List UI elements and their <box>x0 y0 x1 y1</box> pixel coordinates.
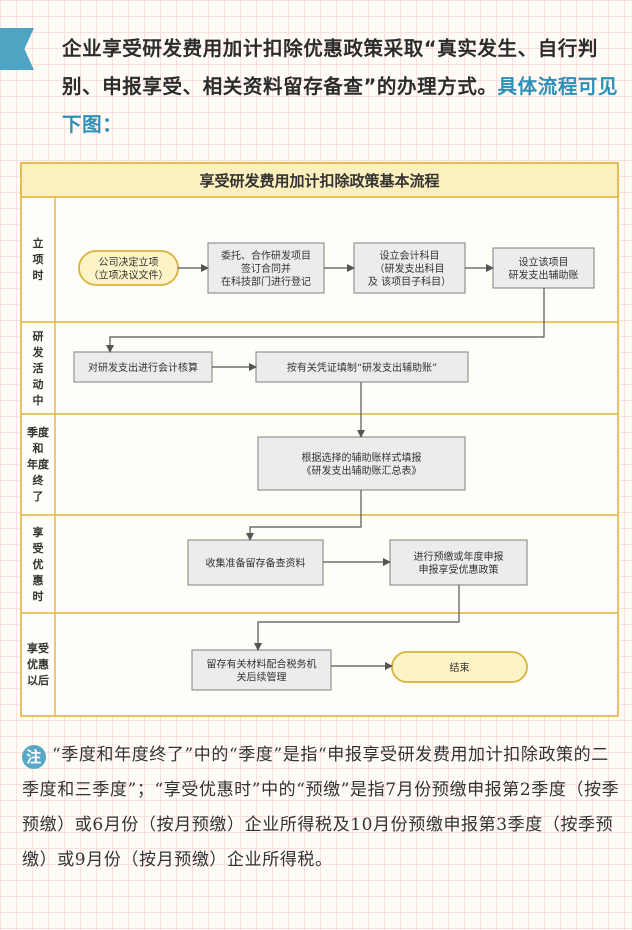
node-text: 收集准备留存备查资料 <box>206 556 306 569</box>
node-text: 研发支出辅助账 <box>509 268 579 281</box>
node-text: 签订合同并 <box>241 262 291 275</box>
stage-label-line: 活 <box>33 361 44 375</box>
intro-paragraph: 企业享受研发费用加计扣除优惠政策采取“真实发生、自行判别、申报享受、相关资料留存… <box>62 30 624 144</box>
node-text: 留存有关材料配合税务机 <box>207 657 317 670</box>
intro-highlight: 具体流程可见下图： <box>62 75 619 136</box>
note-text: “季度和年度终了”中的“季度”是指“申报享受研发费用加计扣除政策的二季度和三季度… <box>22 745 620 870</box>
stage-label-line: 年度 <box>27 457 50 471</box>
note-paragraph: 注“季度和年度终了”中的“季度”是指“申报享受研发费用加计扣除政策的二季度和三季… <box>22 738 622 878</box>
stage-label-line: 优惠 <box>27 657 49 671</box>
stage-label-line: 享受 <box>27 641 49 655</box>
stage-label-line: 立 <box>33 236 44 250</box>
node-text: 公司决定立项 <box>99 255 159 268</box>
node-shape <box>207 242 325 294</box>
stage-label-line: 时 <box>33 589 44 603</box>
node-text: 及 该项目子科目） <box>368 275 451 288</box>
node-text: 结束 <box>450 661 470 674</box>
note-badge: 注 <box>22 745 46 769</box>
node-shape <box>257 436 466 491</box>
stage-label-line: 研 <box>33 330 44 343</box>
stage-label-line: 受 <box>33 541 44 555</box>
node-text: 按有关凭证填制“研发支出辅助账” <box>287 361 437 374</box>
node-text: 在科技部门进行登记 <box>221 275 311 288</box>
stage-label-line: 季度 <box>26 425 50 439</box>
stage-label-line: 终 <box>33 473 45 487</box>
arrow-ledger-to-accounting <box>106 288 545 353</box>
node-text: 委托、合作研发项目 <box>221 249 311 262</box>
node-shape <box>187 539 324 586</box>
arrow-summary-to-collect <box>246 490 362 541</box>
stage-label-line: 和 <box>33 441 44 455</box>
intro-text: 企业享受研发费用加计扣除优惠政策采取“真实发生、自行判别、申报享受、相关资料留存… <box>62 37 599 98</box>
stage-label-line: 时 <box>33 268 44 282</box>
node-text: 设立该项目 <box>519 255 569 268</box>
arrow-declare-to-keep <box>254 585 460 651</box>
node-end: 结束 <box>391 651 528 683</box>
node-text: （立项决议文件） <box>89 268 169 281</box>
node-text: 进行预缴或年度申报 <box>414 550 504 563</box>
node-start: 公司决定立项（立项决议文件） <box>78 250 179 286</box>
node-shape <box>353 242 466 294</box>
node-text: 根据选择的辅助账样式填报 <box>302 451 422 464</box>
stage-label-line: 享 <box>33 525 44 539</box>
stage-label-line: 中 <box>33 393 44 407</box>
node-summary: 根据选择的辅助账样式填报《研发支出辅助账汇总表》 <box>257 436 466 491</box>
node-collect: 收集准备留存备查资料 <box>187 539 324 586</box>
node-text: 对研发支出进行会计核算 <box>88 361 198 374</box>
node-shape <box>73 351 213 383</box>
node-text: 关后续管理 <box>237 670 287 683</box>
node-text: （研发支出科目 <box>375 262 445 275</box>
node-shape <box>255 351 469 383</box>
node-shape <box>191 649 332 691</box>
stage-label-line: 惠 <box>33 573 44 587</box>
stage-label-line: 以后 <box>27 673 49 687</box>
stage-label-line: 动 <box>33 377 44 391</box>
node-text: 申报享受优惠政策 <box>419 563 499 576</box>
node-accounting: 对研发支出进行会计核算 <box>73 351 213 383</box>
diagram-title: 享受研发费用加计扣除政策基本流程 <box>199 172 439 190</box>
node-fill-ledger: 按有关凭证填制“研发支出辅助账” <box>255 351 469 383</box>
diagram-title-band <box>20 162 619 198</box>
stage-label-line: 项 <box>33 253 44 266</box>
stage-label-line: 发 <box>32 345 45 359</box>
stage-label-line: 优 <box>33 557 44 571</box>
node-text: 设立会计科目 <box>380 249 440 262</box>
node-text: 《研发支出辅助账汇总表》 <box>302 464 422 477</box>
flow-nodes: 公司决定立项（立项决议文件）委托、合作研发项目签订合同并在科技部门进行登记设立会… <box>73 242 595 691</box>
stage-label-line: 了 <box>33 490 44 503</box>
flow-connectors <box>106 264 545 670</box>
node-shape <box>389 539 528 586</box>
